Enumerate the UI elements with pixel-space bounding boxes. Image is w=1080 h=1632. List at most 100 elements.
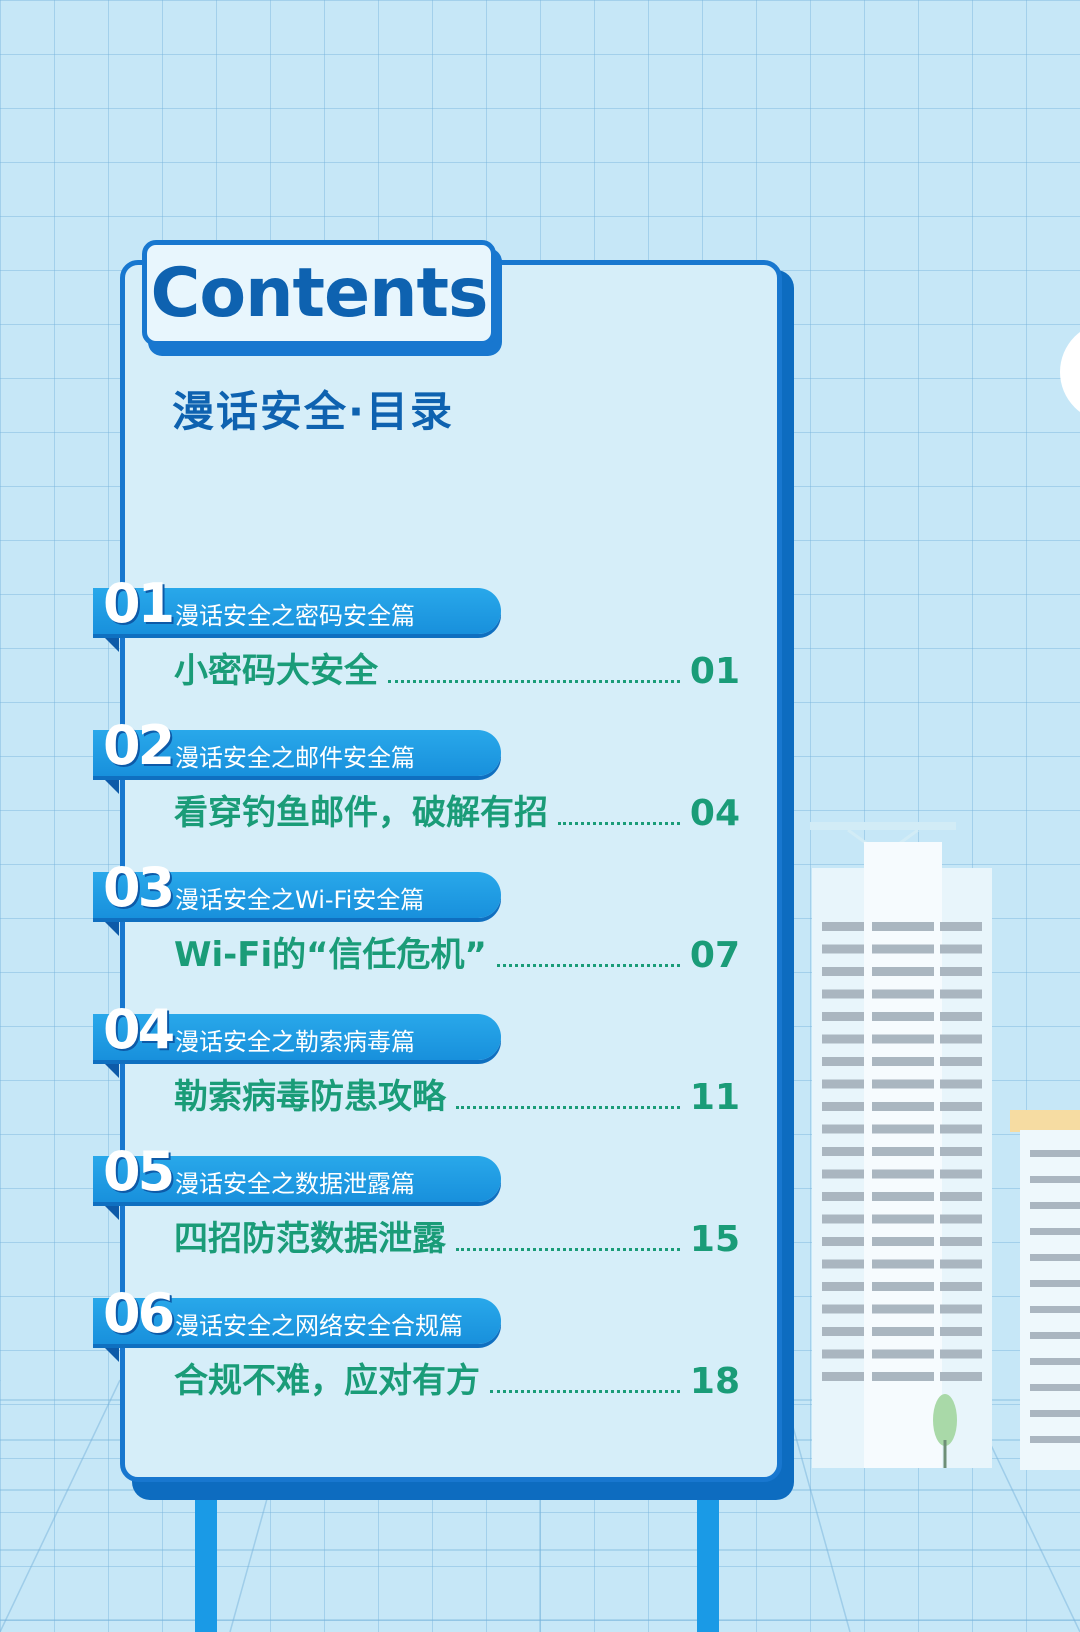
toc-entry[interactable]: 06 漫话安全之网络安全合规篇 合规不难，应对有方 18 xyxy=(0,1282,760,1418)
page-number: 11 xyxy=(689,1077,740,1118)
building-window xyxy=(872,1237,934,1246)
chapter-line[interactable]: Wi-Fi的“信任危机” 07 xyxy=(174,930,740,976)
building-window xyxy=(872,1259,934,1269)
dot-leader xyxy=(558,822,680,825)
dot-leader xyxy=(388,680,680,683)
building-window xyxy=(822,1169,864,1179)
building-window xyxy=(822,1349,864,1359)
building-window xyxy=(822,1102,864,1111)
title-tab: Contents xyxy=(142,240,496,346)
section-number: 02 xyxy=(103,714,175,777)
chapter-line[interactable]: 看穿钓鱼邮件，破解有招 04 xyxy=(174,788,740,834)
page-number: 18 xyxy=(689,1361,740,1402)
dot-leader xyxy=(496,964,680,967)
building-window xyxy=(1030,1228,1080,1235)
building-window xyxy=(872,1102,934,1111)
building-window xyxy=(822,1034,864,1044)
building-window xyxy=(872,944,934,954)
building-window xyxy=(872,922,934,931)
section-label: 漫话安全之勒索病毒篇 xyxy=(175,1028,415,1056)
section-label: 漫话安全之网络安全合规篇 xyxy=(175,1312,463,1340)
building-window xyxy=(940,1349,982,1359)
building-window xyxy=(1030,1202,1080,1209)
building-window xyxy=(940,1282,982,1291)
building-window xyxy=(940,1192,982,1201)
building-window xyxy=(822,1124,864,1134)
building-window xyxy=(940,1057,982,1066)
building-window xyxy=(940,1102,982,1111)
building-window xyxy=(940,1372,982,1381)
building-window xyxy=(940,989,982,999)
building-window xyxy=(872,1057,934,1066)
building-window xyxy=(872,1192,934,1201)
building-window xyxy=(822,1372,864,1381)
page-number: 15 xyxy=(689,1219,740,1260)
chapter-line[interactable]: 四招防范数据泄露 15 xyxy=(174,1214,740,1260)
tree xyxy=(933,1394,957,1468)
building-window xyxy=(822,1282,864,1291)
section-ribbon xyxy=(93,588,501,634)
chapter-title: 合规不难，应对有方 xyxy=(174,1361,480,1401)
building-window xyxy=(1030,1436,1080,1443)
building-window xyxy=(1030,1332,1080,1339)
building-window xyxy=(1030,1358,1080,1365)
chapter-title: 看穿钓鱼邮件，破解有招 xyxy=(174,793,548,833)
toc-entry[interactable]: 03 漫话安全之Wi-Fi安全篇 Wi-Fi的“信任危机” 07 xyxy=(0,856,760,992)
building-window xyxy=(872,1012,934,1021)
building-window xyxy=(822,989,864,999)
section-number: 01 xyxy=(103,572,175,635)
board-leg-left xyxy=(195,1490,217,1632)
building-window xyxy=(1030,1384,1080,1391)
building-window xyxy=(872,989,934,999)
section-label: 漫话安全之Wi-Fi安全篇 xyxy=(175,886,425,914)
toc-entry[interactable]: 05 漫话安全之数据泄露篇 四招防范数据泄露 15 xyxy=(0,1140,760,1276)
section-ribbon xyxy=(93,1298,501,1344)
section-ribbon xyxy=(93,872,501,918)
section-label: 漫话安全之数据泄露篇 xyxy=(175,1170,415,1198)
building-window xyxy=(822,1079,864,1089)
chapter-line[interactable]: 勒索病毒防患攻略 11 xyxy=(174,1072,740,1118)
building-window xyxy=(940,1034,982,1044)
building-window xyxy=(872,1372,934,1381)
building-window xyxy=(822,922,864,931)
building-window xyxy=(872,1169,934,1179)
section-ribbon xyxy=(93,1014,501,1060)
building-window xyxy=(1030,1306,1080,1313)
section-label: 漫话安全之密码安全篇 xyxy=(175,602,415,630)
tall-building xyxy=(810,822,992,1468)
chapter-line[interactable]: 小密码大安全 01 xyxy=(174,646,740,692)
building-window xyxy=(940,1079,982,1089)
chapter-title: Wi-Fi的“信任危机” xyxy=(174,935,487,975)
building-window xyxy=(872,1214,934,1224)
building-window xyxy=(872,967,934,976)
contents-board xyxy=(120,260,782,1482)
building-window xyxy=(872,1282,934,1291)
building-window xyxy=(940,1169,982,1179)
building-window xyxy=(822,1192,864,1201)
building-window xyxy=(940,922,982,931)
chapter-title: 四招防范数据泄露 xyxy=(174,1219,446,1259)
building-window xyxy=(940,967,982,976)
building-window xyxy=(822,944,864,954)
building-window xyxy=(822,1057,864,1066)
toc-entry[interactable]: 01 漫话安全之密码安全篇 小密码大安全 01 xyxy=(0,572,760,708)
toc-entry[interactable]: 02 漫话安全之邮件安全篇 看穿钓鱼邮件，破解有招 04 xyxy=(0,714,760,850)
building-window xyxy=(822,1012,864,1021)
section-number: 04 xyxy=(103,998,175,1061)
building-window xyxy=(822,1304,864,1314)
building-window xyxy=(940,1237,982,1246)
page-number: 04 xyxy=(689,793,740,834)
building-window xyxy=(1030,1280,1080,1287)
page-number: 07 xyxy=(689,935,740,976)
building-window xyxy=(872,1124,934,1134)
building-window xyxy=(940,1327,982,1336)
page-subtitle: 漫话安全·目录 xyxy=(172,387,454,436)
building-window xyxy=(872,1079,934,1089)
chapter-line[interactable]: 合规不难，应对有方 18 xyxy=(174,1356,740,1402)
building-window xyxy=(872,1349,934,1359)
dot-leader xyxy=(490,1390,680,1393)
building-window xyxy=(822,1237,864,1246)
building-window xyxy=(1030,1254,1080,1261)
toc-entry[interactable]: 04 漫话安全之勒索病毒篇 勒索病毒防患攻略 11 xyxy=(0,998,760,1134)
page-number: 01 xyxy=(689,651,740,692)
